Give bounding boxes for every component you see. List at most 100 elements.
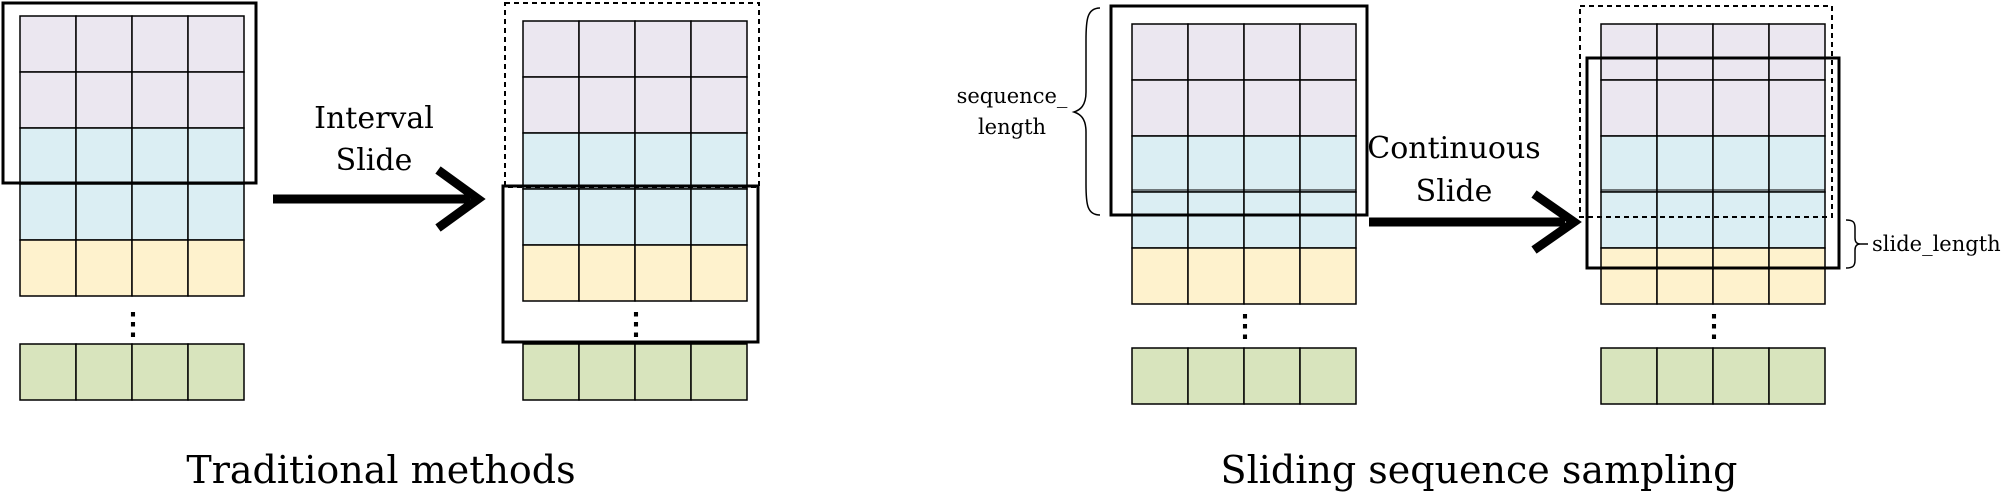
traditional-target-grid xyxy=(522,20,748,401)
grid-cell-yellow xyxy=(634,244,692,302)
traditional-next-window xyxy=(501,184,760,344)
grid-cell-blue xyxy=(1712,135,1770,193)
grid-cell-blue xyxy=(1768,135,1826,193)
grid-cell-purple xyxy=(634,20,692,78)
grid-cell-purple xyxy=(690,20,748,78)
traditional-caption: Traditional methods xyxy=(186,448,575,492)
grid-cell-purple xyxy=(131,15,189,73)
grid-cell-purple xyxy=(1600,23,1658,81)
grid-cell-green xyxy=(634,343,692,401)
sequence-length-brace xyxy=(1071,7,1101,216)
grid-cell-blue xyxy=(1600,135,1658,193)
traditional-source-grid xyxy=(19,15,245,401)
grid-cell-blue xyxy=(634,132,692,190)
grid-cell-purple xyxy=(1299,23,1357,81)
grid-cell-blue xyxy=(75,127,133,185)
grid-cell-blue xyxy=(1299,135,1357,193)
grid-cell-purple xyxy=(1656,79,1714,137)
grid-cell-blue xyxy=(1243,191,1301,249)
grid-cell-purple xyxy=(131,71,189,129)
grid-cell-green xyxy=(187,343,245,401)
grid-cell-blue xyxy=(522,188,580,246)
interval-slide-label-line1: Interval xyxy=(314,101,434,136)
grid-cell-purple xyxy=(1768,23,1826,81)
grid-cell-blue xyxy=(1187,191,1245,249)
grid-cell-purple xyxy=(1600,79,1658,137)
grid-cell-purple xyxy=(1243,79,1301,137)
grid-cell-blue xyxy=(187,127,245,185)
grid-cell-purple xyxy=(690,76,748,134)
traditional-source-ellipsis: ⋮ xyxy=(118,307,148,342)
sliding-target-grid xyxy=(1600,23,1826,405)
grid-cell-blue xyxy=(131,127,189,185)
grid-cell-yellow xyxy=(1299,247,1357,305)
traditional-source-window xyxy=(1,1,258,185)
grid-cell-yellow xyxy=(522,244,580,302)
grid-cell-purple xyxy=(1768,79,1826,137)
grid-cell-purple xyxy=(1131,23,1189,81)
grid-cell-purple xyxy=(75,71,133,129)
grid-cell-green xyxy=(522,343,580,401)
grid-cell-blue xyxy=(19,183,77,241)
grid-cell-blue xyxy=(578,188,636,246)
grid-cell-purple xyxy=(1299,79,1357,137)
grid-cell-green xyxy=(19,343,77,401)
slide-length-label: slide_length xyxy=(1872,232,2001,256)
grid-cell-blue xyxy=(1299,191,1357,249)
grid-cell-blue xyxy=(75,183,133,241)
grid-cell-blue xyxy=(690,132,748,190)
grid-cell-blue xyxy=(187,183,245,241)
grid-cell-blue xyxy=(1187,135,1245,193)
grid-cell-blue xyxy=(1656,191,1714,249)
sequence-length-label-line1: sequence_ xyxy=(957,84,1068,108)
grid-cell-blue xyxy=(1712,191,1770,249)
grid-cell-blue xyxy=(522,132,580,190)
grid-cell-blue xyxy=(1131,135,1189,193)
grid-cell-purple xyxy=(75,15,133,73)
grid-cell-blue xyxy=(1131,191,1189,249)
sequence-length-label-line2: length xyxy=(978,115,1046,139)
grid-cell-green xyxy=(1600,347,1658,405)
sliding-source-ellipsis: ⋮ xyxy=(1230,309,1260,344)
grid-cell-purple xyxy=(1712,79,1770,137)
continuous-slide-label-line1: Continuous xyxy=(1367,131,1540,166)
grid-cell-purple xyxy=(1243,23,1301,81)
grid-cell-green xyxy=(1656,347,1714,405)
grid-cell-purple xyxy=(187,71,245,129)
grid-cell-purple xyxy=(187,15,245,73)
grid-cell-green xyxy=(578,343,636,401)
grid-cell-yellow xyxy=(1768,247,1826,305)
grid-cell-blue xyxy=(1600,191,1658,249)
grid-cell-green xyxy=(1768,347,1826,405)
grid-cell-purple xyxy=(19,15,77,73)
grid-cell-green xyxy=(1299,347,1357,405)
grid-cell-yellow xyxy=(578,244,636,302)
grid-cell-blue xyxy=(1656,135,1714,193)
grid-cell-yellow xyxy=(1712,247,1770,305)
grid-cell-purple xyxy=(1656,23,1714,81)
interval-slide-label-line2: Slide xyxy=(336,143,413,178)
grid-cell-blue xyxy=(1243,135,1301,193)
grid-cell-yellow xyxy=(1600,247,1658,305)
grid-cell-yellow xyxy=(187,239,245,297)
grid-cell-green xyxy=(1243,347,1301,405)
grid-cell-yellow xyxy=(131,239,189,297)
grid-cell-blue xyxy=(131,183,189,241)
grid-cell-yellow xyxy=(19,239,77,297)
grid-cell-purple xyxy=(19,71,77,129)
sliding-source-window xyxy=(1109,4,1369,217)
grid-cell-purple xyxy=(1712,23,1770,81)
grid-cell-yellow xyxy=(690,244,748,302)
slide-length-brace xyxy=(1845,219,1868,269)
grid-cell-green xyxy=(1187,347,1245,405)
grid-cell-purple xyxy=(578,76,636,134)
grid-cell-green xyxy=(1712,347,1770,405)
grid-cell-purple xyxy=(522,76,580,134)
grid-cell-blue xyxy=(578,132,636,190)
grid-cell-blue xyxy=(634,188,692,246)
grid-cell-green xyxy=(690,343,748,401)
continuous-slide-label-line2: Slide xyxy=(1416,174,1493,209)
grid-cell-purple xyxy=(1187,23,1245,81)
sliding-target-ellipsis: ⋮ xyxy=(1699,309,1729,344)
grid-cell-yellow xyxy=(75,239,133,297)
